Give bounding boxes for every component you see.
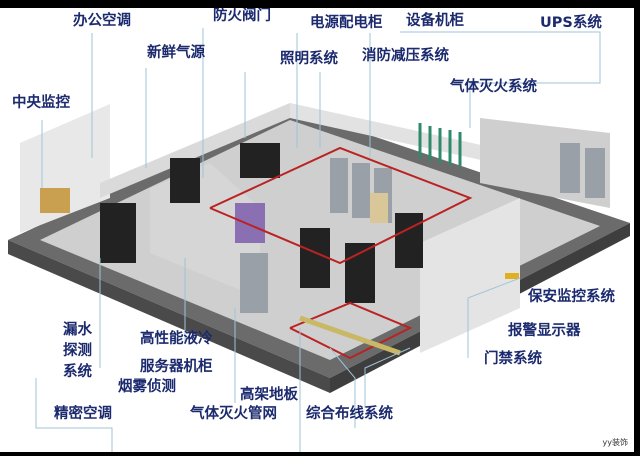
- label-precision-ac: 精密空调: [54, 406, 112, 422]
- label-smoke-detection: 烟雾侦测: [118, 379, 176, 395]
- label-leak-detection-2: 探测: [63, 343, 92, 359]
- label-gas-pipe-network: 气体灭火管网: [190, 406, 277, 422]
- label-power-cabinet: 电源配电柜: [310, 15, 383, 31]
- label-leak-detection-3: 系统: [63, 364, 92, 380]
- label-leak-detection-1: 漏水: [63, 322, 92, 338]
- liquid-cooling-unit: [235, 203, 265, 243]
- label-security-monitoring: 保安监控系统: [528, 289, 615, 305]
- label-raised-floor: 高架地板: [240, 387, 298, 403]
- label-lighting: 照明系统: [280, 51, 338, 67]
- alarm-display: [505, 273, 519, 279]
- label-server-rack: 服务器机柜: [140, 359, 213, 375]
- label-alarm-display: 报警显示器: [508, 323, 581, 339]
- label-fire-pressure-relief: 消防减压系统: [362, 48, 449, 64]
- gas-cylinders: [418, 123, 462, 167]
- label-ups: UPS系统: [540, 15, 602, 31]
- label-central-monitoring: 中央监控: [12, 95, 70, 111]
- watermark: yy装饰: [602, 438, 628, 447]
- door-wall: [420, 198, 520, 353]
- label-office-ac: 办公空调: [73, 13, 131, 29]
- diagram-canvas: 办公空调 防火阀门 电源配电柜 设备机柜 UPS系统 新鲜气源 照明系统 消防减…: [0, 8, 634, 452]
- monitoring-desk: [40, 188, 70, 213]
- data-center-illustration: [8, 28, 630, 452]
- label-fire-damper: 防火阀门: [213, 8, 271, 24]
- equipment-cabinets: [240, 143, 605, 313]
- label-fresh-air: 新鲜气源: [147, 45, 205, 61]
- label-cabling: 综合布线系统: [306, 406, 393, 422]
- label-gas-extinguishing: 气体灭火系统: [450, 79, 537, 95]
- label-equipment-rack: 设备机柜: [406, 13, 464, 29]
- label-access-control: 门禁系统: [484, 351, 542, 367]
- label-liquid-cooling: 高性能液冷: [140, 331, 213, 347]
- leader-lines: [35, 28, 601, 452]
- cable-tray: [299, 315, 401, 356]
